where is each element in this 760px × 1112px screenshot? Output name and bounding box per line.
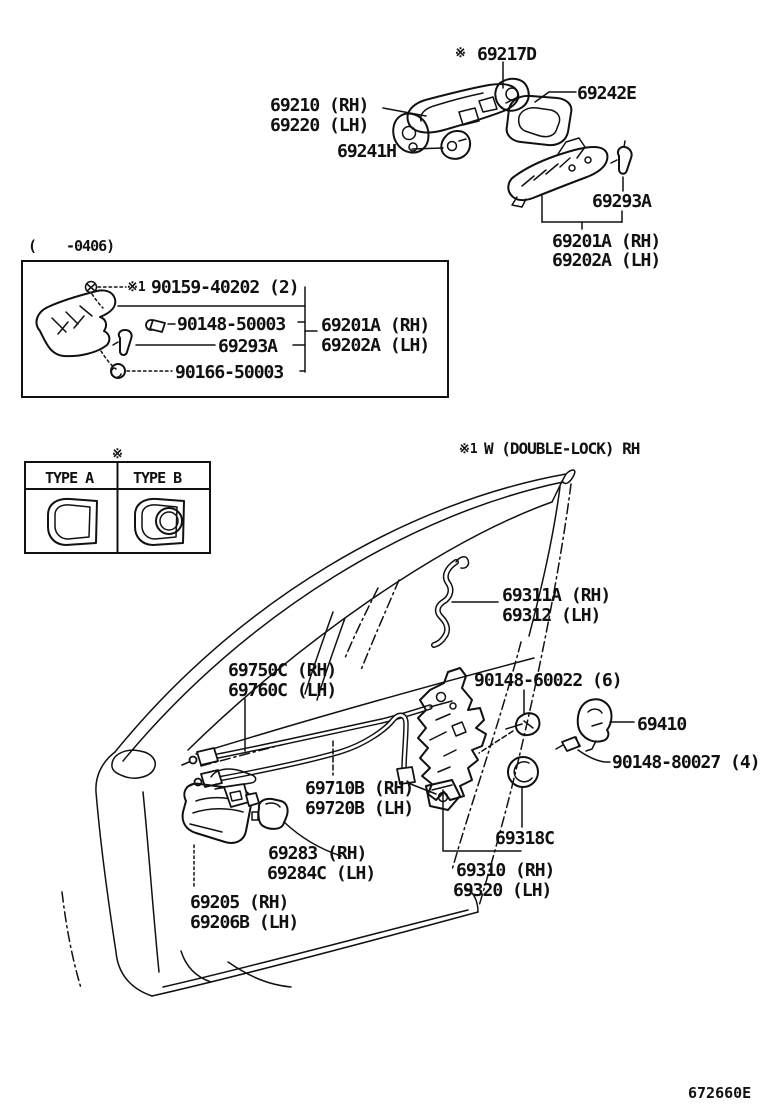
- door-outline-drawing: [61, 469, 576, 997]
- handle-cover-69241h-drawing: [440, 130, 472, 160]
- handle-pad-69242e-drawing: [505, 94, 573, 147]
- label-90148-80027: 90148-80027 (4): [612, 752, 760, 773]
- label-69217d: 69217D: [477, 44, 537, 65]
- label-69293a-box: 69293A: [218, 336, 278, 357]
- lever-69410-drawing: [576, 698, 613, 752]
- type-b-cap-drawing: [134, 497, 185, 546]
- clip-69293a-top-drawing: [610, 140, 633, 175]
- label-69241h: 69241H: [337, 141, 396, 162]
- type-b-header: TYPE B: [133, 469, 182, 487]
- double-lock-note: W (DOUBLE-LOCK) RH: [484, 439, 640, 458]
- screw-80027-drawing: [555, 736, 581, 752]
- handle-frame-69201a-drawing: [507, 137, 609, 208]
- type-a-cap-drawing: [47, 497, 98, 546]
- lock-knob-drawing: [251, 797, 289, 830]
- pin-90148-drawing: [145, 319, 166, 333]
- label-69320: 69320 (LH): [453, 880, 551, 901]
- label-69318c: 69318C: [495, 828, 554, 849]
- door-lock-assembly-drawing: [417, 667, 487, 811]
- label-69201a-top: 69201A (RH): [552, 231, 660, 252]
- label-69310: 69310 (RH): [456, 860, 554, 881]
- label-69750c: 69750C (RH): [228, 660, 336, 681]
- type-table: [24, 461, 211, 554]
- label-69205: 69205 (RH): [190, 892, 288, 913]
- label-69206b: 69206B (LH): [190, 912, 298, 933]
- screw-90159-drawing: [84, 280, 98, 294]
- inset-box: [21, 260, 449, 398]
- label-69710b: 69710B (RH): [305, 778, 413, 799]
- label-69242e: 69242E: [577, 83, 636, 104]
- screw-60022-drawing: [505, 712, 541, 737]
- label-69311a: 69311A (RH): [502, 585, 610, 606]
- label-69284c: 69284C (LH): [267, 863, 375, 884]
- labels: ※ 69217D 69210 (RH) 69220 (LH) 69241H 69…: [28, 44, 760, 1102]
- inside-handle-drawing: [181, 768, 260, 844]
- hole-plug-drawing: [507, 756, 539, 788]
- bracket-part-drawing: [35, 289, 117, 358]
- label-69220-lh: 69220 (LH): [270, 115, 368, 136]
- asterisk1-mark-note: ※1: [459, 442, 478, 457]
- label-69760c: 69760C (LH): [228, 680, 336, 701]
- asterisk1-mark-box: ※1: [127, 280, 146, 295]
- figure-code: 672660E: [688, 1084, 751, 1102]
- type-a-header: TYPE A: [45, 469, 94, 487]
- label-69293a-top: 69293A: [592, 191, 652, 212]
- label-69202a-top: 69202A (LH): [552, 250, 660, 271]
- inset-box-range: -0406): [66, 237, 114, 255]
- label-69201a-box: 69201A (RH): [321, 315, 429, 336]
- label-90148-50003: 90148-50003: [177, 314, 285, 335]
- label-69720b: 69720B (LH): [305, 798, 413, 819]
- leader-lines: [193, 61, 635, 889]
- label-69410: 69410: [637, 714, 686, 735]
- label-69210-rh: 69210 (RH): [270, 95, 368, 116]
- label-69312: 69312 (LH): [502, 605, 600, 626]
- inset-box-paren: (: [28, 237, 36, 255]
- asterisk-mark-type: ※: [112, 447, 123, 462]
- inset-box-leader-lines: [91, 286, 318, 373]
- label-90148-60022: 90148-60022 (6): [474, 670, 622, 691]
- label-69202a-box: 69202A (LH): [321, 335, 429, 356]
- door-lock-cables-drawing: [181, 700, 453, 795]
- label-90166-50003: 90166-50003: [175, 362, 283, 383]
- asterisk-mark: ※: [455, 46, 466, 61]
- clip-69293a-box-drawing: [112, 329, 133, 356]
- label-69283: 69283 (RH): [268, 843, 366, 864]
- label-90159-40202: 90159-40202 (2): [151, 277, 299, 298]
- grommet-90166-drawing: [110, 363, 126, 379]
- lock-rod-drawing: [431, 556, 470, 648]
